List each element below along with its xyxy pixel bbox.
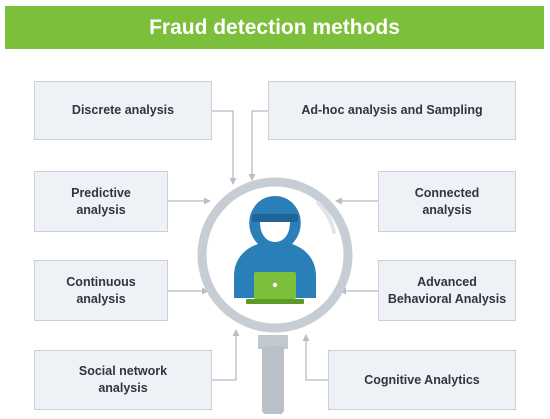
laptop-base — [246, 299, 304, 304]
lens-shine — [316, 201, 336, 234]
diagram-title: Fraud detection methods — [149, 15, 400, 39]
magnifier-handle-neck — [258, 335, 288, 349]
method-continuous-analysis: Continuous analysis — [34, 260, 168, 321]
connector-adhoc — [248, 110, 268, 181]
hacker-cap-brim — [252, 214, 298, 222]
title-banner: Fraud detection methods — [5, 6, 544, 49]
method-label: Ad-hoc analysis and Sampling — [301, 103, 483, 117]
connectors — [168, 110, 378, 381]
connector-social — [212, 329, 240, 381]
magnifier-handle — [262, 346, 284, 414]
method-label: Cognitive Analytics — [364, 372, 480, 387]
method-adhoc-analysis-sampling: Ad-hoc analysis and Sampling — [268, 81, 516, 140]
method-label: Advanced Behavioral Analysis — [387, 274, 507, 306]
method-label: Predictive analysis — [71, 185, 131, 217]
laptop-icon — [246, 272, 304, 304]
method-label: Social network analysis — [78, 364, 168, 395]
method-discrete-analysis: Discrete analysis — [34, 81, 212, 140]
method-connected-analysis: Connected analysis — [378, 171, 516, 232]
method-advanced-behavioral-analysis: Advanced Behavioral Analysis — [378, 260, 516, 321]
method-cognitive-analytics: Cognitive Analytics — [328, 350, 516, 410]
connector-discrete — [212, 110, 237, 185]
method-predictive-analysis: Predictive analysis — [34, 171, 168, 232]
method-label: Discrete analysis — [71, 103, 175, 117]
laptop-logo — [272, 282, 278, 288]
method-label: Connected analysis — [414, 185, 480, 217]
connector-cognitive — [302, 334, 328, 381]
hacker-face — [260, 222, 290, 242]
hooded-hacker-icon — [234, 196, 316, 298]
method-social-network-analysis: Social network analysis — [34, 350, 212, 410]
method-label: Continuous analysis — [66, 274, 136, 306]
